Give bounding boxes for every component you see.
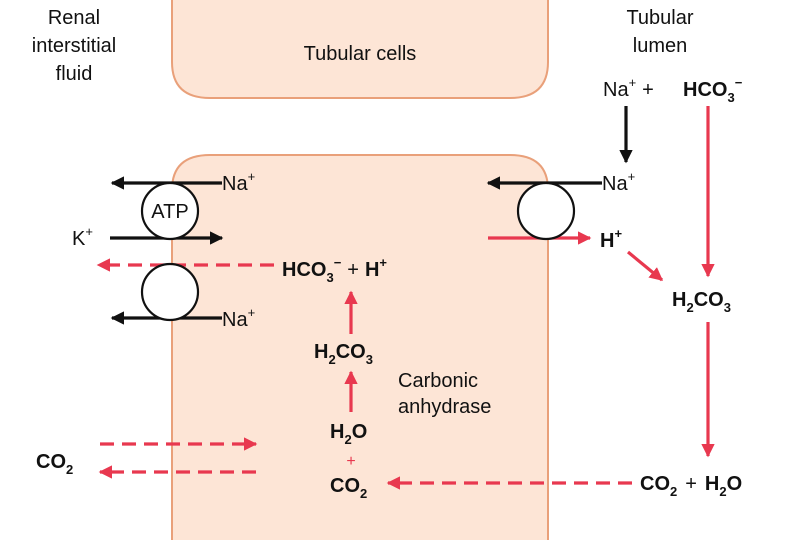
interstitial-label-2: interstitial: [32, 35, 116, 57]
upper-tubular-cell: [171, 0, 549, 99]
cell-ions-label: HCO3−+H+: [282, 255, 387, 285]
lumen-h-label: H+: [600, 226, 622, 252]
atp-label: ATP: [151, 201, 188, 223]
apical-na-label: Na+: [602, 169, 635, 195]
basolateral-na-label: Na+: [222, 305, 255, 331]
lumen-products-label: CO2+H2O: [640, 473, 742, 499]
na-k-atpase-pump: [140, 181, 200, 241]
lumen-label-1: Tubular: [626, 7, 693, 29]
atpase-na-label: Na+: [222, 169, 255, 195]
lower-tubular-cell: [171, 154, 549, 540]
lumen-h2co3-label: H2CO3: [672, 289, 731, 315]
cell-plus-sign: +: [346, 453, 355, 470]
interstitial-co2-label: CO2: [36, 451, 73, 477]
apical-antiporter: [516, 181, 576, 241]
atpase-k-label: K+: [72, 224, 93, 250]
tubular-cells-label: Tubular cells: [304, 43, 417, 65]
lumen-hco3-label: HCO3−: [683, 75, 743, 105]
lumen-na-label: Na++: [603, 75, 654, 101]
basolateral-cotransporter: [140, 262, 200, 322]
lumen-label-2: lumen: [633, 35, 687, 57]
cell-h2co3-label: H2CO3: [314, 341, 373, 367]
enzyme-label-1: Carbonic: [398, 370, 478, 392]
lumen-h-to-h2co3-arrow: [626, 250, 664, 282]
interstitial-label-3: fluid: [56, 63, 93, 85]
enzyme-label-2: anhydrase: [398, 396, 491, 418]
interstitial-label-1: Renal: [48, 7, 100, 29]
cell-h2o-label: H2O: [330, 421, 367, 447]
cell-co2-label: CO2: [330, 475, 367, 501]
